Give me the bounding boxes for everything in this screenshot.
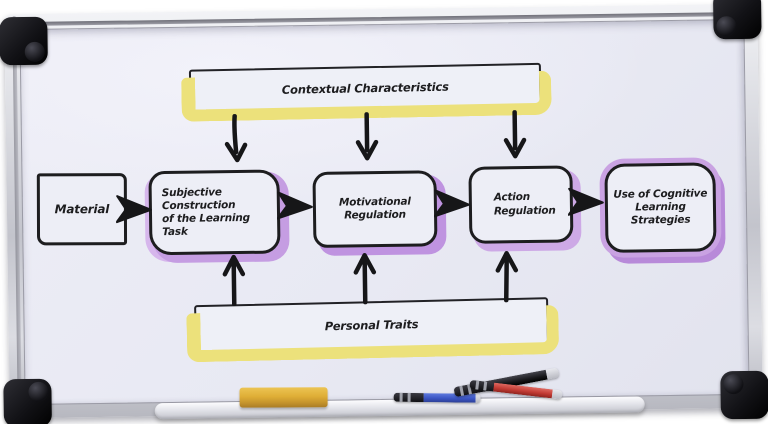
arrow-up-to-subjective-icon bbox=[222, 254, 246, 307]
arrow-down-to-action-icon bbox=[503, 109, 527, 159]
node-subjective-label: Subjective Construction of the Learning … bbox=[161, 186, 251, 239]
arrow-down-to-motivational-icon bbox=[355, 112, 379, 161]
node-material: Material bbox=[36, 173, 128, 246]
node-motivational-label: Motivational Regulation bbox=[338, 195, 411, 222]
arrow-up-to-action-icon bbox=[495, 251, 519, 303]
node-use-label: Use of Cognitive Learning Strategies bbox=[613, 187, 708, 227]
board-eraser bbox=[239, 387, 328, 408]
node-use-of-cognitive-strategies: Use of Cognitive Learning Strategies bbox=[604, 162, 717, 253]
arrow-right-subjective-to-motivational-icon bbox=[276, 191, 313, 220]
node-material-label: Material bbox=[54, 201, 110, 216]
blue-marker-cap bbox=[393, 392, 424, 403]
node-motivational-regulation: Motivational Regulation bbox=[312, 170, 438, 248]
banner-bottom-label: Personal Traits bbox=[324, 317, 419, 334]
banner-personal-traits: Personal Traits bbox=[194, 297, 550, 355]
arrow-up-to-motivational-icon bbox=[353, 253, 377, 305]
banner-top-label: Contextual Characteristics bbox=[281, 79, 449, 97]
arrow-right-action-to-use-icon bbox=[567, 187, 604, 216]
arrow-down-to-subjective-icon bbox=[224, 113, 248, 163]
node-action-label: Action Regulation bbox=[493, 191, 556, 217]
arrow-right-material-to-subjective-icon bbox=[115, 195, 152, 224]
banner-contextual-characteristics: Contextual Characteristics bbox=[188, 62, 542, 114]
arrow-right-motivational-to-action-icon bbox=[433, 189, 470, 218]
node-action-regulation: Action Regulation bbox=[468, 165, 574, 244]
node-subjective-construction: Subjective Construction of the Learning … bbox=[148, 169, 281, 256]
